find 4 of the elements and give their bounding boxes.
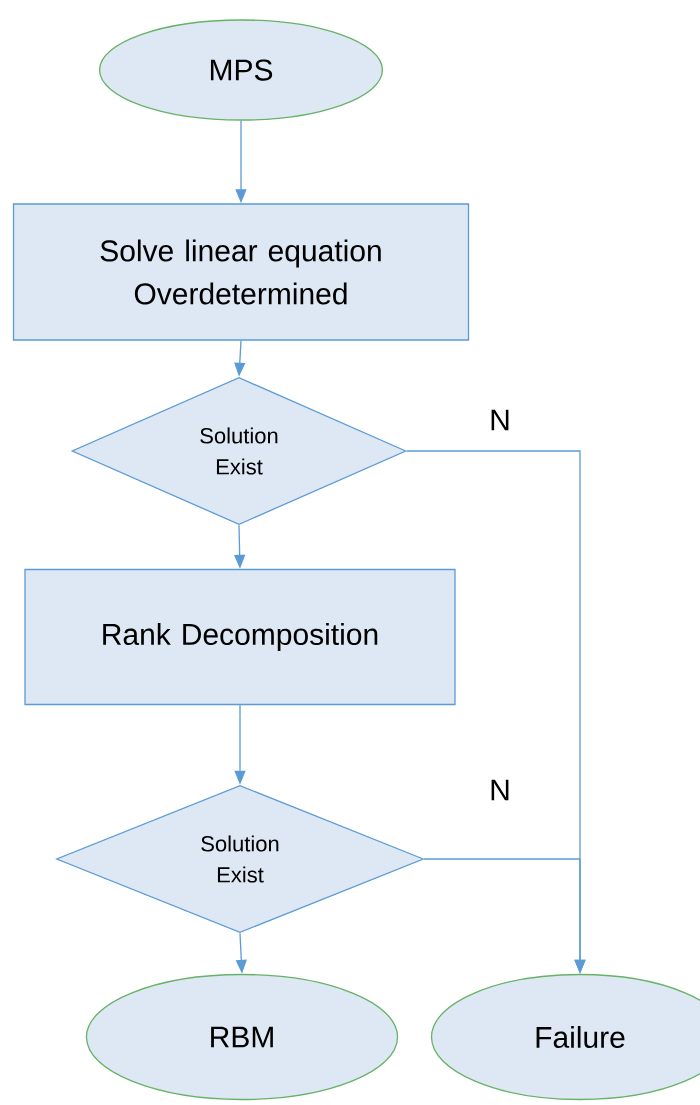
- process-box: Rank Decomposition: [24, 568, 456, 706]
- process-box: Solve linear equation Overdetermined: [12, 203, 470, 341]
- edge-label: N: [487, 777, 513, 803]
- edge-label: N: [487, 407, 513, 433]
